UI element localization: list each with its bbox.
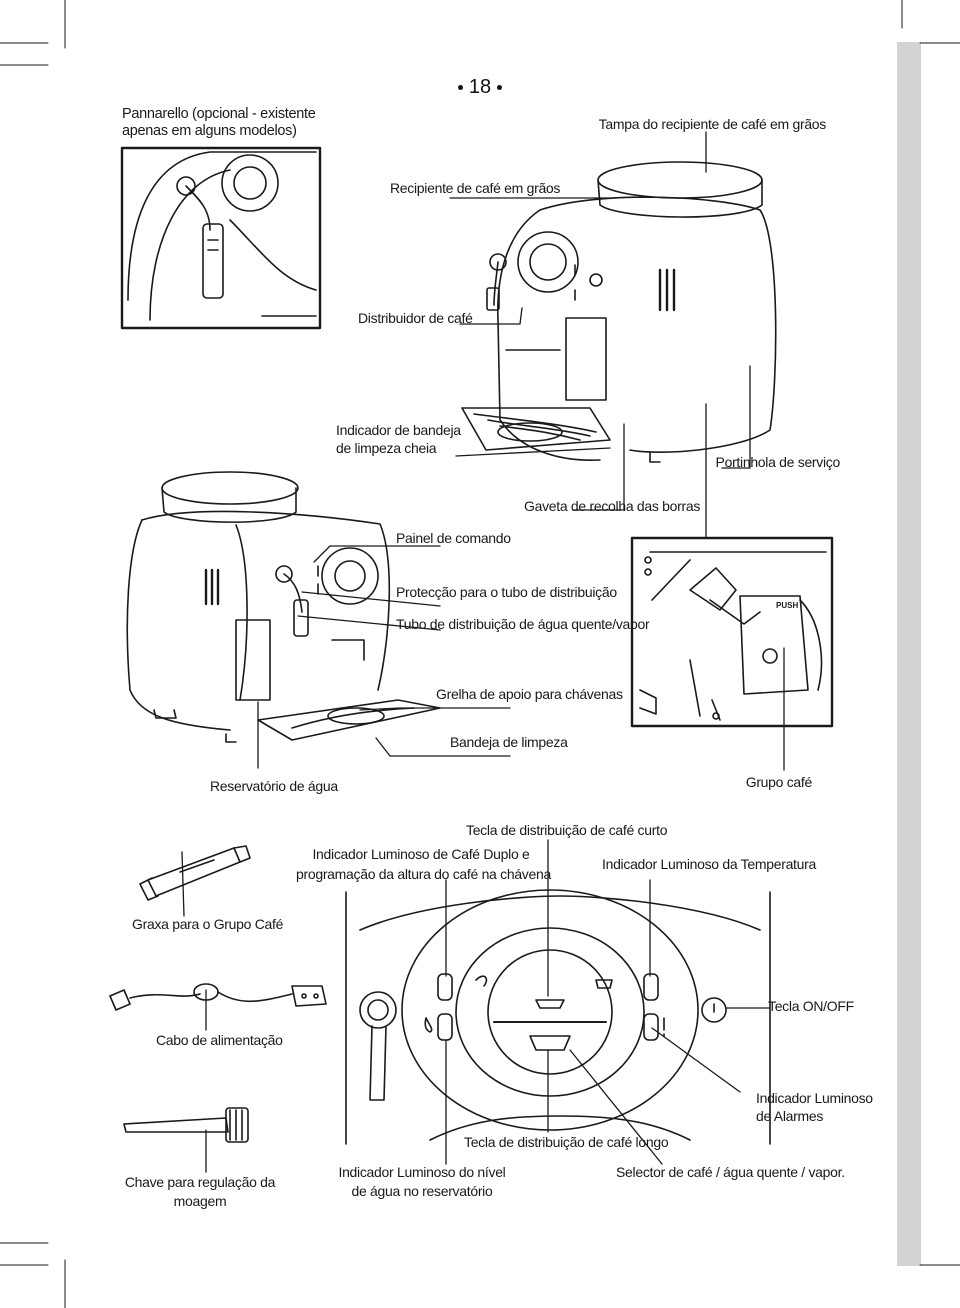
label-onoff: Tecla ON/OFF <box>768 998 854 1014</box>
label-selector: Selector de café / água quente / vapor. <box>616 1164 845 1180</box>
label-gaveta: Gaveta de recolha das borras <box>524 498 701 514</box>
label-tecla-curto: Tecla de distribuição de café curto <box>466 822 668 838</box>
label-distribuidor: Distribuidor de café <box>358 310 473 326</box>
push-mark: PUSH <box>776 601 798 610</box>
grinder-key-drawing <box>123 1107 249 1143</box>
label-painel: Painel de comando <box>396 530 511 546</box>
label-grelha: Grelha de apoio para chávenas <box>436 686 623 702</box>
label-tubo: Tubo de distribuição de água quente/vapo… <box>396 616 650 632</box>
label-duplo-2: programação da altura do café na chávena <box>296 866 551 882</box>
label-temperatura: Indicador Luminoso da Temperatura <box>602 856 816 872</box>
label-alarmes-2: de Alarmes <box>756 1108 824 1124</box>
page-edge-bar <box>897 42 921 1266</box>
label-proteccao: Protecção para o tubo de distribuição <box>396 584 617 600</box>
label-chave-2: moagem <box>173 1193 227 1209</box>
brew-group-inset <box>630 536 834 728</box>
label-nivel-2: de água no reservatório <box>351 1183 493 1199</box>
label-duplo-1: Indicador Luminoso de Café Duplo e <box>312 846 530 862</box>
label-pannarello-2: apenas em alguns modelos) <box>122 123 297 139</box>
leader-lines <box>181 131 785 1173</box>
label-alarmes-1: Indicador Luminoso <box>756 1090 873 1106</box>
label-nivel-1: Indicador Luminoso do nível <box>338 1164 506 1180</box>
control-panel-closeup <box>345 889 771 1145</box>
label-portinhola: Portinhola de serviço <box>715 454 841 470</box>
label-indicador-bandeja-2: de limpeza cheia <box>336 440 437 456</box>
label-recipiente: Recipiente de café em grãos <box>390 180 561 196</box>
label-grupo: Grupo café <box>745 774 813 790</box>
page-number: 18 <box>440 76 520 99</box>
power-cord-drawing <box>109 983 327 1011</box>
coffee-machine-main <box>126 471 441 743</box>
label-reservatorio: Reservatório de água <box>210 778 338 794</box>
label-indicador-bandeja-1: Indicador de bandeja <box>336 422 461 438</box>
pannarello-inset <box>120 146 322 330</box>
label-bandeja: Bandeja de limpeza <box>450 734 568 750</box>
label-tampa: Tampa do recipiente de café em grãos <box>598 116 827 132</box>
label-pannarello-1: Pannarello (opcional - existente <box>122 106 316 122</box>
label-tecla-longo: Tecla de distribuição de café longo <box>464 1134 669 1150</box>
label-chave-1: Chave para regulação da <box>124 1174 276 1190</box>
page-number-text: 18 <box>468 76 492 98</box>
grease-tube-drawing <box>139 845 251 901</box>
coffee-machine-top <box>461 161 777 463</box>
label-graxa: Graxa para o Grupo Café <box>132 916 284 932</box>
label-cabo: Cabo de alimentação <box>156 1032 283 1048</box>
